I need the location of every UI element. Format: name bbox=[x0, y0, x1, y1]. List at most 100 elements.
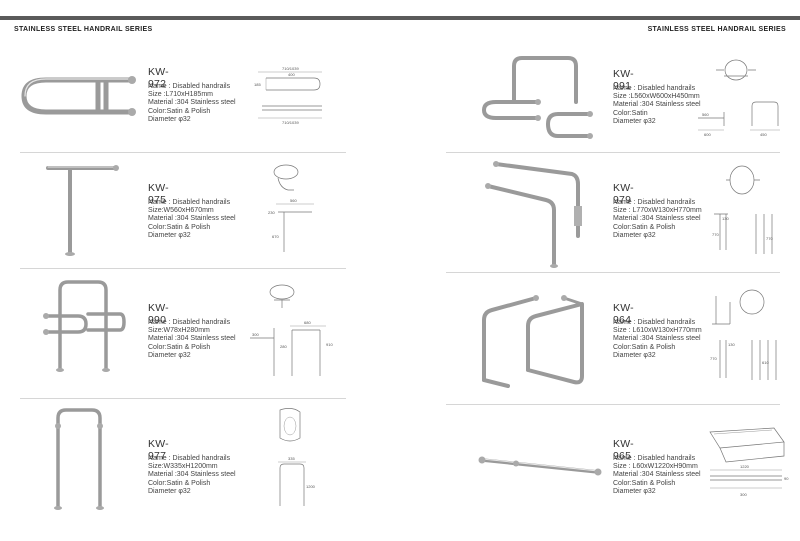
dim-label: 400 bbox=[288, 72, 295, 77]
model-number: KW-991 bbox=[613, 68, 634, 92]
divider bbox=[446, 152, 780, 153]
divider bbox=[20, 152, 346, 153]
dim-label: 1200 bbox=[306, 484, 316, 489]
dim-label: 670 bbox=[272, 234, 279, 239]
header-bar bbox=[0, 16, 800, 20]
handrail-kw965-photo bbox=[478, 456, 602, 476]
dim-label: 560 bbox=[702, 112, 709, 117]
model-number: KW-965 bbox=[613, 438, 634, 462]
technical-drawing-kw965: 1220 90 300 bbox=[709, 427, 789, 497]
technical-drawing-kw975: 560 230 670 bbox=[268, 164, 314, 252]
spec-diameter: Diameter φ32 bbox=[613, 231, 656, 239]
technical-drawing-kw977: 335 1200 bbox=[278, 408, 316, 506]
spec-color: Color:Satin & Polish bbox=[148, 107, 211, 115]
spec-material: Material :304 Stainless steel bbox=[613, 471, 701, 479]
dim-label: 710/1039 bbox=[282, 66, 299, 71]
spec-diameter: Diameter φ32 bbox=[148, 487, 191, 495]
technical-drawing-kw991: 560 600 450 bbox=[698, 59, 780, 137]
technical-drawing-kw979: 770 770 130 bbox=[712, 165, 773, 254]
spec-material: Material :304 Stainless steel bbox=[613, 215, 701, 223]
product-specs: Name : Disabled handrails Size : L770xW1… bbox=[613, 199, 702, 240]
handrail-kw979-photo bbox=[485, 161, 582, 268]
divider bbox=[20, 398, 346, 399]
product-specs: Name : Disabled handrails Size:W560xH670… bbox=[148, 199, 236, 240]
spec-diameter: Diameter φ32 bbox=[613, 351, 656, 359]
handrail-kw990-photo bbox=[43, 280, 126, 372]
spec-size: Size :L710xH185mm bbox=[148, 91, 213, 99]
handrail-kw975-photo bbox=[46, 165, 119, 256]
spec-material: Material :304 Stainless steel bbox=[148, 99, 236, 107]
handrail-kw977-photo bbox=[54, 408, 104, 510]
dim-label: 300 bbox=[740, 492, 747, 497]
divider bbox=[446, 272, 780, 273]
spec-material: Material :304 Stainless steel bbox=[148, 215, 236, 223]
dim-label: 610 bbox=[762, 360, 769, 365]
spec-color: Color:Satin bbox=[613, 109, 648, 117]
dim-label: 130 bbox=[722, 216, 729, 221]
spec-diameter: Diameter φ32 bbox=[148, 351, 191, 359]
dim-label: 280 bbox=[280, 344, 287, 349]
technical-drawing-kw964: 770 610 130 bbox=[710, 289, 777, 380]
model-number: KW-964 bbox=[613, 302, 634, 326]
dim-label: 300 bbox=[252, 332, 259, 337]
dim-label: 90 bbox=[784, 476, 789, 481]
product-specs: Name : Disabled handrails Size : L60xW12… bbox=[613, 455, 701, 496]
spec-diameter: Diameter φ32 bbox=[613, 117, 656, 125]
product-specs: Name : Disabled handrails Size:W335xH120… bbox=[148, 455, 236, 496]
spec-name: Name : Disabled handrails bbox=[148, 455, 231, 462]
dim-label: 1220 bbox=[740, 464, 750, 469]
spec-size: Size:W335xH1200mm bbox=[148, 463, 218, 471]
model-number: KW-977 bbox=[148, 438, 169, 462]
spec-size: Size : L770xW130xH770mm bbox=[613, 207, 702, 215]
dim-label: 600 bbox=[704, 132, 711, 137]
dim-label: 770 bbox=[712, 232, 719, 237]
spec-diameter: Diameter φ32 bbox=[148, 231, 191, 239]
dim-label: 560 bbox=[290, 198, 297, 203]
product-specs: Name : Disabled handrails Size:W78xH280m… bbox=[148, 319, 236, 360]
spec-material: Material :304 Stainless steel bbox=[148, 335, 236, 343]
spec-material: Material :304 Stainless steel bbox=[613, 101, 701, 109]
spec-name: Name : Disabled handrails bbox=[613, 319, 696, 326]
dim-label: 770 bbox=[766, 236, 773, 241]
technical-drawing-kw972: 710/1039 400 185 710/1039 bbox=[254, 66, 322, 125]
dim-label: 230 bbox=[268, 210, 275, 215]
spec-name: Name : Disabled handrails bbox=[613, 85, 696, 92]
dim-label: 770 bbox=[710, 356, 717, 361]
model-number: KW-975 bbox=[148, 182, 169, 206]
spec-size: Size:W78xH280mm bbox=[148, 327, 210, 335]
model-number: KW-990 bbox=[148, 302, 169, 326]
model-number: KW-979 bbox=[613, 182, 634, 206]
spec-size: Size : L610xW130xH770mm bbox=[613, 327, 702, 335]
spec-color: Color:Satin & Polish bbox=[613, 223, 676, 231]
divider bbox=[20, 268, 346, 269]
handrail-kw972-photo bbox=[21, 76, 136, 116]
spec-diameter: Diameter φ32 bbox=[148, 115, 191, 123]
spec-color: Color:Satin & Polish bbox=[613, 343, 676, 351]
dim-label: 710/1039 bbox=[282, 120, 299, 125]
spec-size: Size :L560xW600xH450mm bbox=[613, 93, 700, 101]
spec-name: Name : Disabled handrails bbox=[148, 83, 231, 90]
product-specs: Name : Disabled handrails Size :L710xH18… bbox=[148, 83, 236, 124]
series-title-left: STAINLESS STEEL HANDRAIL SERIES bbox=[14, 26, 153, 33]
spec-diameter: Diameter φ32 bbox=[613, 487, 656, 495]
dim-label: 130 bbox=[728, 342, 735, 347]
dim-label: 335 bbox=[288, 456, 295, 461]
handrail-kw991-photo bbox=[482, 56, 593, 139]
spec-size: Size : L60xW1220xH90mm bbox=[613, 463, 698, 471]
spec-name: Name : Disabled handrails bbox=[613, 455, 696, 462]
product-specs: Name : Disabled handrails Size :L560xW60… bbox=[613, 85, 701, 126]
dim-label: 185 bbox=[254, 82, 261, 87]
dim-label: 680 bbox=[304, 320, 311, 325]
spec-color: Color:Satin & Polish bbox=[148, 343, 211, 351]
model-number: KW-972 bbox=[148, 66, 169, 90]
spec-name: Name : Disabled handrails bbox=[148, 319, 231, 326]
spec-color: Color:Satin & Polish bbox=[148, 479, 211, 487]
series-title-right: STAINLESS STEEL HANDRAIL SERIES bbox=[647, 26, 786, 33]
technical-drawing-kw990: 680 300 280 910 bbox=[250, 284, 333, 376]
spec-name: Name : Disabled handrails bbox=[613, 199, 696, 206]
dim-label: 910 bbox=[326, 342, 333, 347]
spec-material: Material :304 Stainless steel bbox=[148, 471, 236, 479]
dim-label: 450 bbox=[760, 132, 767, 137]
spec-color: Color:Satin & Polish bbox=[148, 223, 211, 231]
spec-color: Color:Satin & Polish bbox=[613, 479, 676, 487]
